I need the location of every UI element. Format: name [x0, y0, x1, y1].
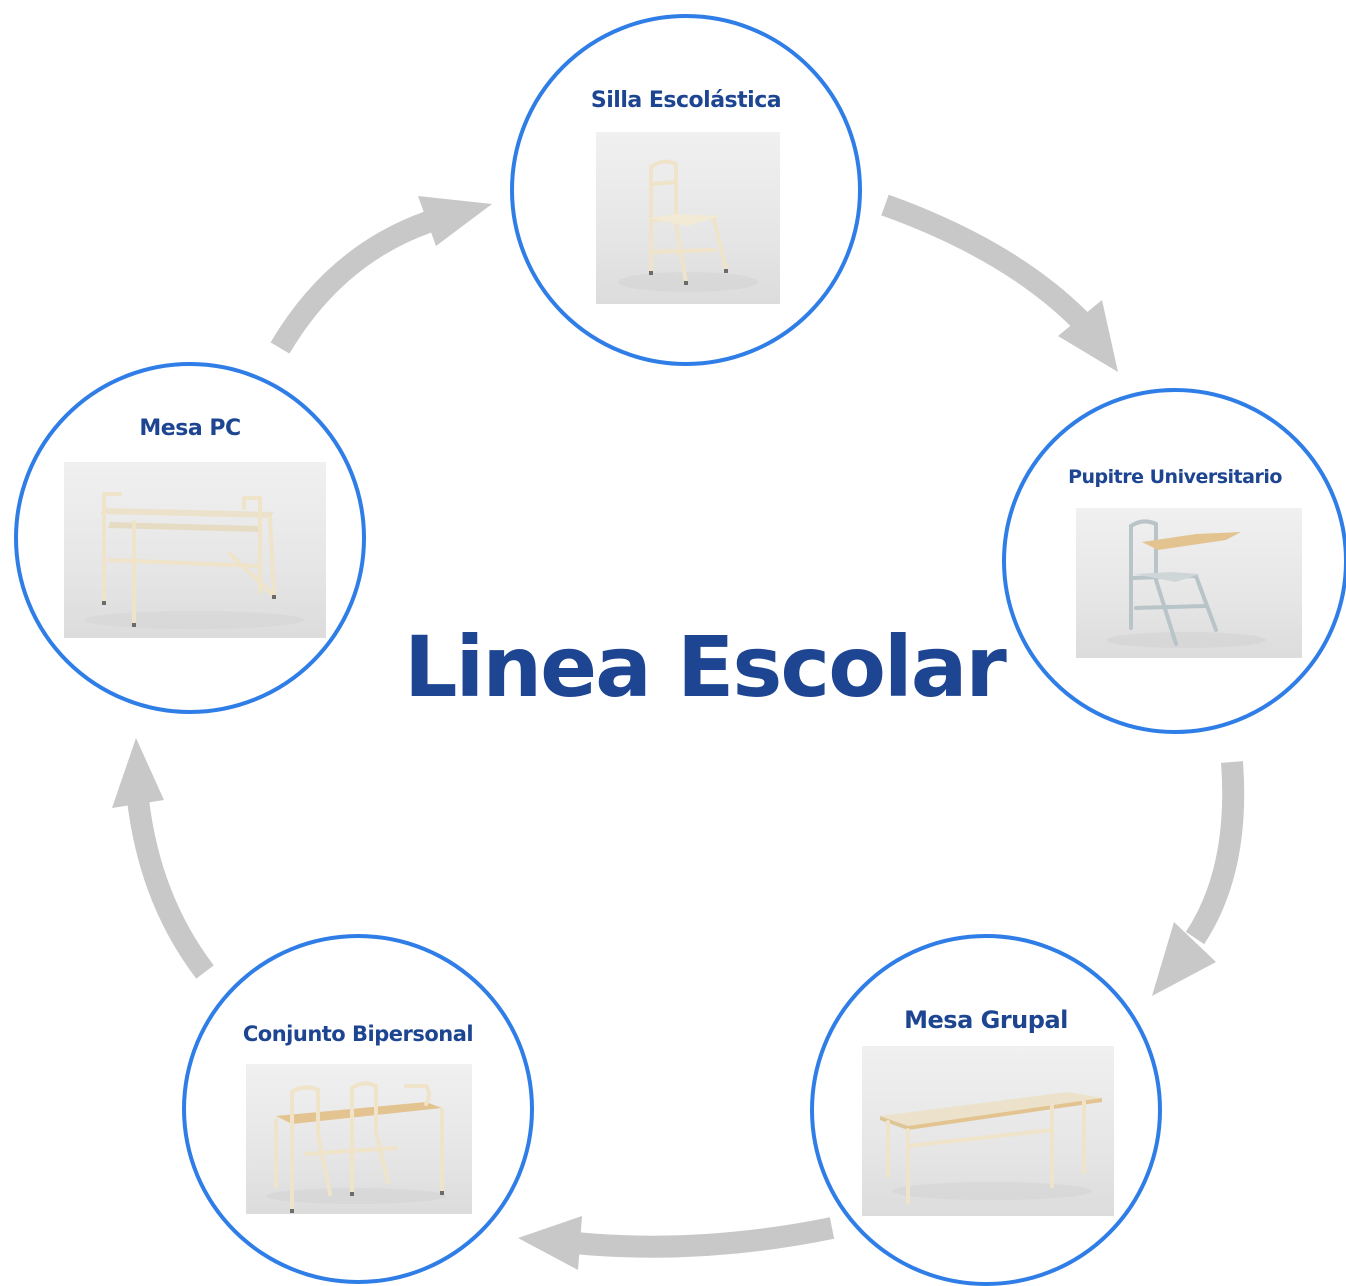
node-label: Pupitre Universitario	[1068, 466, 1282, 488]
arrow-silla-to-pupitre	[881, 194, 1088, 328]
computer-desk-photo	[64, 462, 326, 638]
arrow-conjunto-to-mesa-pc	[127, 798, 214, 979]
arrowhead-conjunto	[518, 1216, 582, 1270]
arrowhead-silla	[418, 196, 492, 246]
group-table-image	[880, 1092, 1102, 1204]
university-desk-chair-image	[1106, 519, 1266, 648]
node-mesa-pc[interactable]: Mesa PC	[14, 362, 366, 714]
school-chair-photo	[596, 132, 780, 304]
node-label: Silla Escolástica	[590, 88, 782, 113]
node-silla-escolastica[interactable]: Silla Escolástica	[510, 14, 862, 366]
arrowhead-mesa-pc	[112, 738, 164, 808]
arrow-pupitre-to-mesa-grupal	[1185, 761, 1245, 945]
arrowhead-pupitre	[1058, 300, 1118, 372]
two-person-desk-set-image	[266, 1081, 446, 1213]
two-person-desk-set-photo	[246, 1064, 472, 1214]
school-chair-image	[618, 159, 758, 292]
node-mesa-grupal[interactable]: Mesa Grupal	[810, 934, 1162, 1286]
node-conjunto-bipersonal[interactable]: Conjunto Bipersonal	[182, 934, 534, 1284]
node-label: Conjunto Bipersonal	[242, 1022, 474, 1046]
arrow-mesa-grupal-to-conjunto	[573, 1217, 835, 1258]
computer-desk-image	[84, 492, 304, 629]
node-pupitre-universitario[interactable]: Pupitre Universitario	[1002, 388, 1346, 734]
node-label: Mesa Grupal	[904, 1006, 1068, 1034]
arrowhead-mesa-grupal	[1152, 922, 1216, 996]
university-desk-chair-photo	[1076, 508, 1302, 658]
arrow-mesa-pc-to-silla	[270, 211, 432, 354]
group-table-photo	[862, 1046, 1114, 1216]
diagram-title: Linea Escolar	[404, 618, 1007, 716]
node-label: Mesa PC	[139, 416, 241, 441]
